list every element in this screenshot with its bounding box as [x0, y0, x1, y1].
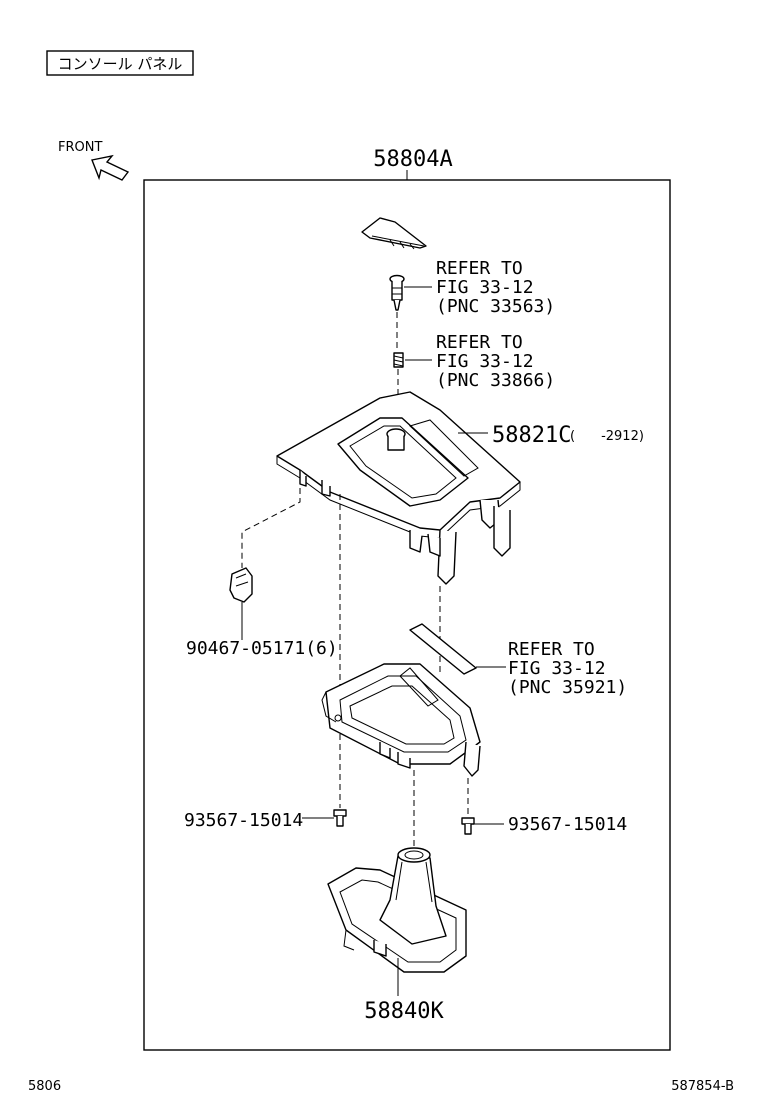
top-cap-part [361, 217, 427, 250]
callout-refer-33563: REFER TO FIG 33-12 (PNC 33563) [436, 258, 555, 317]
front-arrow-icon [91, 154, 130, 181]
panel-number: 58821C [492, 423, 571, 448]
dash-clip [241, 488, 301, 568]
section-label: コンソール パネル [46, 50, 194, 76]
callout-refer-33866: REFER TO FIG 33-12 (PNC 33866) [436, 332, 555, 391]
assembly-number: 58804A [373, 147, 452, 172]
refer-33563-line1: REFER TO [436, 258, 523, 279]
footer-left-code: 5806 [28, 1079, 61, 1094]
pin-part [389, 274, 405, 311]
front-label: FRONT [58, 140, 102, 155]
clip-part [229, 567, 253, 603]
spring-part [393, 352, 404, 368]
refer-33866-line2: FIG 33-12 [436, 351, 534, 372]
callout-refer-35921: REFER TO FIG 33-12 (PNC 35921) [508, 639, 627, 698]
front-indicator: FRONT [58, 140, 130, 181]
footer-right-code: 587854-B [671, 1079, 734, 1094]
screw-left-part [333, 809, 347, 827]
refer-35921-line2: FIG 33-12 [508, 658, 606, 679]
clip-number: 90467-05171(6) [186, 638, 338, 659]
refer-33563-line3: (PNC 33563) [436, 296, 555, 317]
screw-right-part [461, 817, 475, 835]
refer-33563-line2: FIG 33-12 [436, 277, 534, 298]
foam-strip-part [409, 623, 477, 675]
refer-33866-line1: REFER TO [436, 332, 523, 353]
panel-range: ( -2912) [570, 429, 644, 444]
refer-35921-line3: (PNC 35921) [508, 677, 627, 698]
assembly-frame [143, 179, 671, 1051]
refer-35921-line1: REFER TO [508, 639, 595, 660]
boot-number: 58840K [364, 999, 444, 1024]
refer-33866-line3: (PNC 33866) [436, 370, 555, 391]
screw-left-number: 93567-15014 [184, 810, 303, 831]
shift-boot-part [327, 847, 467, 973]
bracket-part [321, 663, 481, 777]
callout-panel: 58821C ( -2912) [492, 423, 644, 448]
section-label-frame [46, 50, 194, 76]
section-label-text: コンソール パネル [58, 55, 183, 73]
console-panel-part [276, 391, 521, 585]
screw-right-number: 93567-15014 [508, 814, 627, 835]
assembly-group: 58804A [143, 147, 671, 1051]
